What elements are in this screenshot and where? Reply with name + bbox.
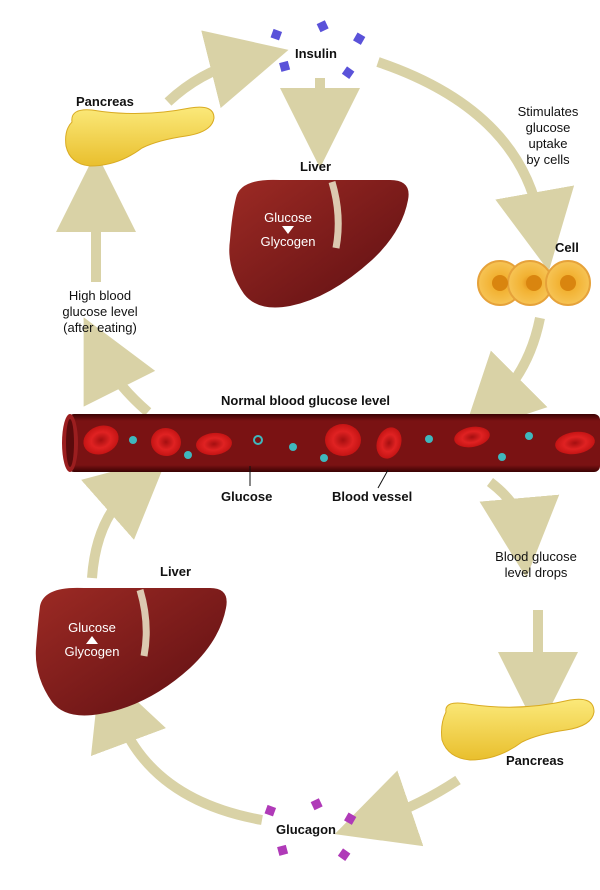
pancreas-top-label: Pancreas bbox=[76, 94, 134, 110]
stimulates-line-4: by cells bbox=[505, 152, 591, 168]
cell-label: Cell bbox=[555, 240, 579, 256]
arrow-vessel-to-high bbox=[106, 362, 148, 412]
glucose-molecule bbox=[525, 432, 533, 440]
glucagon-label: Glucagon bbox=[276, 822, 336, 838]
liver-top-label: Liver bbox=[300, 159, 331, 175]
liver-top-glucose-label: Glucose bbox=[264, 210, 312, 225]
liver-bottom-glucose-label: Glucose bbox=[68, 620, 116, 635]
liver-top-glycogen-label: Glycogen bbox=[261, 234, 316, 249]
insulin-molecule bbox=[317, 20, 329, 32]
glucagon-molecule bbox=[277, 845, 288, 856]
liver-bottom-conversion: Glucose Glycogen bbox=[56, 620, 128, 660]
glucagon-molecule bbox=[265, 805, 277, 817]
insulin-molecule bbox=[279, 61, 290, 72]
red-blood-cell bbox=[325, 424, 361, 456]
stimulates-line-2: glucose bbox=[505, 120, 591, 136]
pancreas-bottom-illustration bbox=[442, 699, 595, 760]
high-blood-line-1: High blood bbox=[50, 288, 150, 304]
insulin-molecule bbox=[353, 33, 365, 45]
stimulates-line-3: uptake bbox=[505, 136, 591, 152]
glucose-molecule bbox=[320, 454, 328, 462]
blood-drops-label: Blood glucose level drops bbox=[484, 549, 588, 581]
glucose-molecule bbox=[129, 436, 137, 444]
blood-vessel-label: Blood vessel bbox=[332, 489, 412, 505]
blood-vessel-pointer-line bbox=[378, 470, 388, 488]
stimulates-label: Stimulates glucose uptake by cells bbox=[505, 104, 591, 168]
high-blood-line-3: (after eating) bbox=[50, 320, 150, 336]
normal-level-label: Normal blood glucose level bbox=[221, 393, 390, 409]
glucagon-molecule bbox=[311, 798, 323, 810]
liver-top-conversion: Glucose Glycogen bbox=[252, 210, 324, 250]
arrow-pancreas-to-glucagon bbox=[382, 780, 458, 818]
arrow-vessel-to-drops bbox=[490, 482, 522, 528]
arrow-pancreas-to-insulin bbox=[168, 62, 240, 102]
arrow-glucagon-to-liver bbox=[118, 714, 262, 820]
glucose-label: Glucose bbox=[221, 489, 272, 505]
pancreas-bottom-label: Pancreas bbox=[506, 753, 564, 769]
arrow-down-icon bbox=[282, 226, 294, 234]
glucose-molecule bbox=[184, 451, 192, 459]
glucose-molecule bbox=[498, 453, 506, 461]
blood-drops-line-2: level drops bbox=[484, 565, 588, 581]
insulin-molecule bbox=[271, 29, 283, 41]
high-blood-label: High blood glucose level (after eating) bbox=[50, 288, 150, 336]
pancreas-top-illustration bbox=[66, 107, 214, 166]
high-blood-line-2: glucose level bbox=[50, 304, 150, 320]
insulin-molecule bbox=[342, 66, 355, 79]
insulin-label: Insulin bbox=[295, 46, 337, 62]
glucagon-molecule bbox=[338, 848, 351, 861]
arrow-vessel-to-liver bbox=[92, 490, 130, 578]
blood-drops-line-1: Blood glucose bbox=[484, 549, 588, 565]
cells-illustration bbox=[478, 261, 590, 305]
stimulates-line-1: Stimulates bbox=[505, 104, 591, 120]
arrow-up-icon bbox=[86, 636, 98, 644]
glucose-molecule bbox=[289, 443, 297, 451]
glucose-molecule bbox=[425, 435, 433, 443]
liver-bottom-glycogen-label: Glycogen bbox=[65, 644, 120, 659]
arrow-cell-to-vessel bbox=[498, 318, 540, 400]
liver-bottom-label: Liver bbox=[160, 564, 191, 580]
glucagon-molecule bbox=[344, 813, 356, 825]
